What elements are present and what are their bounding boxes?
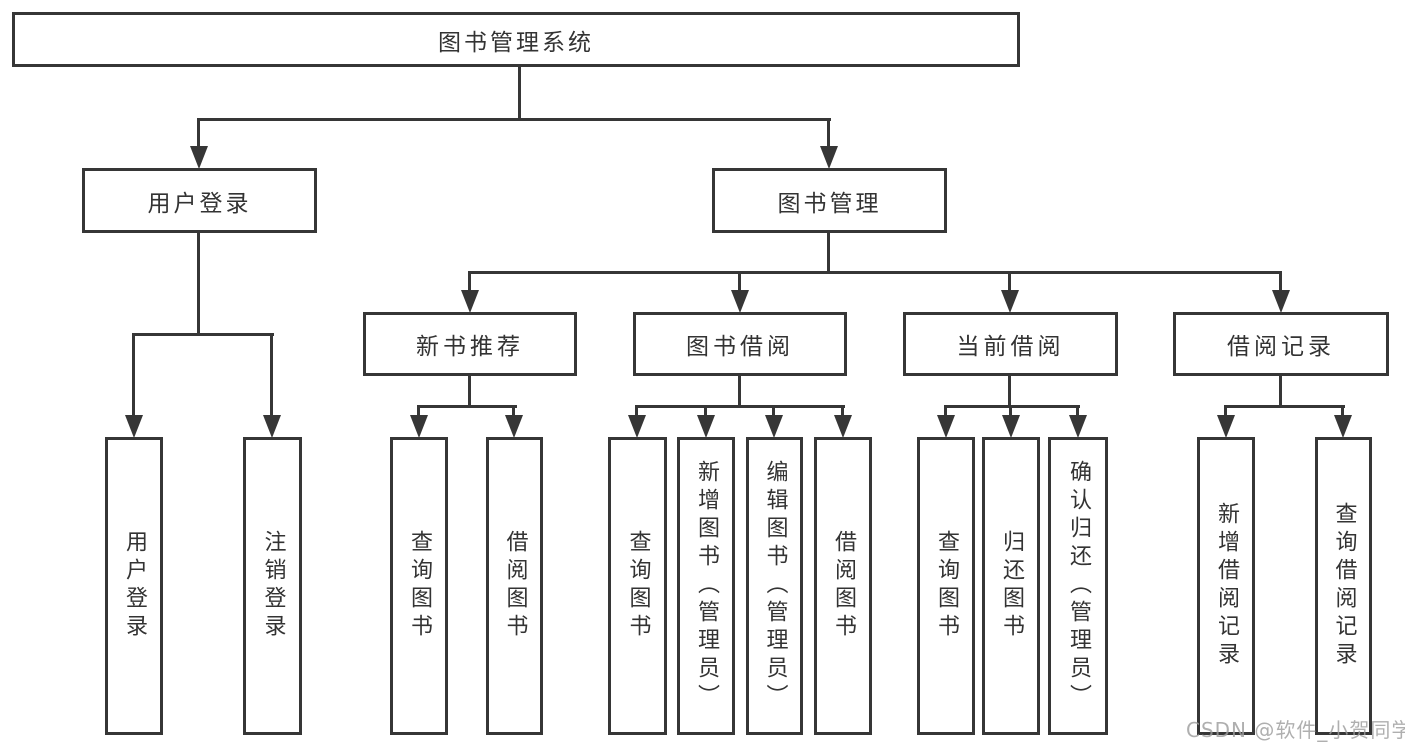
leaf-return-book: 归还图书 xyxy=(982,437,1040,735)
connector-new-book-stem xyxy=(468,375,471,408)
connector-stem-leaf-logout xyxy=(270,333,273,417)
connector-stem-query1 xyxy=(417,405,420,419)
leaf-query-book-2: 查询图书 xyxy=(608,437,667,735)
leaf-query-borrow-record: 查询借阅记录 xyxy=(1315,437,1372,735)
connector-branch-user-login xyxy=(132,333,274,336)
connector-stem-edit-book xyxy=(772,405,775,419)
arrowhead-book-mgmt xyxy=(820,146,838,169)
leaf-query-book-1: 查询图书 xyxy=(390,437,448,735)
arrowhead-add-book xyxy=(697,415,715,438)
arrowhead-query2 xyxy=(628,415,646,438)
connector-stem-query3 xyxy=(944,405,947,419)
connector-book-borrow-stem xyxy=(738,375,741,408)
node-book-management: 图书管理 xyxy=(712,168,947,233)
arrowhead-add-record xyxy=(1217,415,1235,438)
arrowhead-user-login xyxy=(190,146,208,169)
connector-branch-level1 xyxy=(197,118,831,121)
leaf-user-login: 用户登录 xyxy=(105,437,163,735)
connector-stem-leaf-user-login xyxy=(132,333,135,417)
arrowhead-borrow-records xyxy=(1272,290,1290,313)
connector-stem-new-book xyxy=(468,271,471,293)
arrowhead-book-borrow xyxy=(731,290,749,313)
leaf-logout: 注销登录 xyxy=(243,437,302,735)
leaf-add-book-admin: 新增图书（管理员） xyxy=(677,437,735,735)
arrowhead-leaf-logout xyxy=(263,415,281,438)
leaf-edit-book-admin: 编辑图书（管理员） xyxy=(746,437,803,735)
connector-stem-book-mgmt xyxy=(827,118,830,150)
arrowhead-new-book xyxy=(461,290,479,313)
connector-stem-return-book xyxy=(1009,405,1012,419)
connector-stem-query2 xyxy=(635,405,638,419)
arrowhead-leaf-user-login xyxy=(125,415,143,438)
connector-book-mgmt-stem xyxy=(827,232,830,274)
node-book-borrow: 图书借阅 xyxy=(633,312,847,376)
connector-branch-new-book xyxy=(417,405,517,408)
connector-branch-current-borrow xyxy=(944,405,1080,408)
leaf-add-borrow-record: 新增借阅记录 xyxy=(1197,437,1255,735)
connector-stem-borrow-records xyxy=(1279,271,1282,293)
connector-stem-add-record xyxy=(1224,405,1227,419)
connector-current-borrow-stem xyxy=(1008,375,1011,408)
connector-branch-book-borrow xyxy=(635,405,845,408)
leaf-borrow-book-2: 借阅图书 xyxy=(814,437,872,735)
node-current-borrow: 当前借阅 xyxy=(903,312,1118,376)
connector-root-stem xyxy=(518,66,521,120)
node-root: 图书管理系统 xyxy=(12,12,1020,67)
arrowhead-borrow1 xyxy=(505,415,523,438)
connector-borrow-records-stem xyxy=(1279,375,1282,408)
arrowhead-return-book xyxy=(1002,415,1020,438)
connector-user-login-stem xyxy=(197,232,200,336)
connector-stem-book-borrow xyxy=(738,271,741,293)
leaf-confirm-return-admin: 确认归还（管理员） xyxy=(1048,437,1108,735)
arrowhead-confirm-return xyxy=(1069,415,1087,438)
arrowhead-query-record xyxy=(1334,415,1352,438)
connector-stem-query-record xyxy=(1341,405,1344,419)
arrowhead-query3 xyxy=(937,415,955,438)
node-borrow-records: 借阅记录 xyxy=(1173,312,1389,376)
connector-stem-add-book xyxy=(704,405,707,419)
leaf-query-book-3: 查询图书 xyxy=(917,437,975,735)
connector-stem-user-login xyxy=(197,118,200,150)
node-new-book-recommend: 新书推荐 xyxy=(363,312,577,376)
connector-stem-borrow2 xyxy=(841,405,844,419)
arrowhead-borrow2 xyxy=(834,415,852,438)
connector-branch-borrow-records xyxy=(1224,405,1345,408)
connector-stem-borrow1 xyxy=(512,405,515,419)
arrowhead-query1 xyxy=(410,415,428,438)
connector-stem-current-borrow xyxy=(1008,271,1011,293)
arrowhead-current-borrow xyxy=(1001,290,1019,313)
connector-stem-confirm-return xyxy=(1076,405,1079,419)
leaf-borrow-book-1: 借阅图书 xyxy=(486,437,543,735)
watermark: CSDN @软件_小贺同学 xyxy=(1186,718,1405,742)
node-user-login: 用户登录 xyxy=(82,168,317,233)
connector-branch-level2 xyxy=(468,271,1282,274)
arrowhead-edit-book xyxy=(765,415,783,438)
